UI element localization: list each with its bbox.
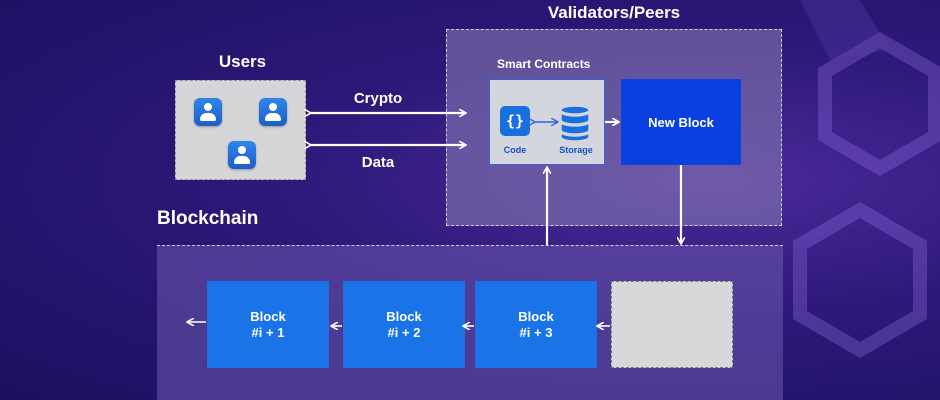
database-icon — [560, 105, 590, 142]
block-label: Block — [518, 308, 554, 324]
user-icon — [228, 141, 256, 169]
smart-contracts-title: Smart Contracts — [497, 57, 591, 71]
block-i-plus-3: Block #i + 3 — [475, 281, 597, 368]
code-label: Code — [503, 145, 527, 155]
block-label: Block — [250, 308, 286, 324]
block-label: Block — [386, 308, 422, 324]
users-title: Users — [218, 52, 267, 71]
block-i-plus-2: Block #i + 2 — [343, 281, 465, 368]
user-icon — [259, 98, 287, 126]
empty-block-slot — [611, 281, 733, 368]
block-index: #i + 1 — [251, 324, 285, 340]
storage-label: Storage — [559, 145, 593, 155]
block-i-plus-1: Block #i + 1 — [207, 281, 329, 368]
data-label: Data — [361, 154, 395, 171]
users-panel — [175, 80, 306, 180]
blockchain-title: Blockchain — [157, 208, 259, 229]
code-icon: {} — [500, 106, 530, 136]
block-index: #i + 3 — [519, 324, 553, 340]
block-index: #i + 2 — [387, 324, 421, 340]
validators-title: Validators/Peers — [547, 3, 681, 22]
new-block: New Block — [621, 79, 741, 165]
user-icon — [194, 98, 222, 126]
crypto-label: Crypto — [353, 90, 403, 107]
